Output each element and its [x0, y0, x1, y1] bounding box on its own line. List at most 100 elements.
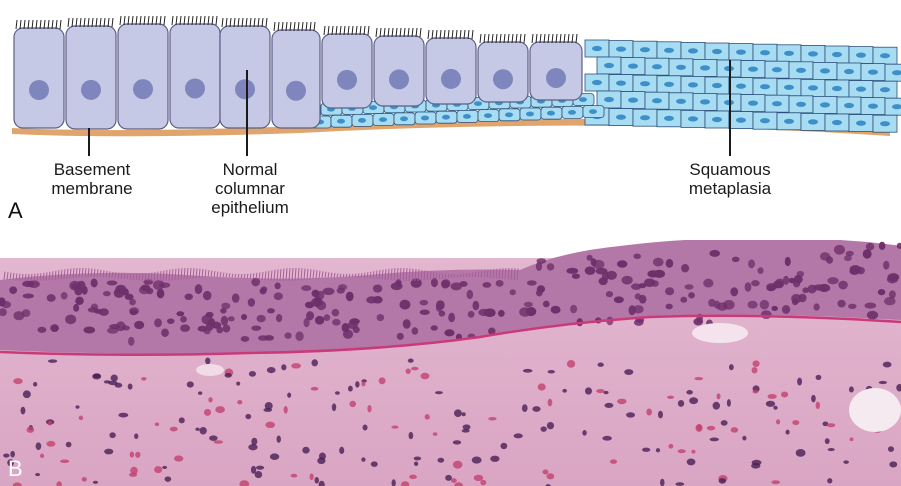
- histology-nucleus: [781, 392, 788, 398]
- squamous-nucleus: [604, 97, 614, 102]
- squamous-nucleus: [442, 115, 450, 120]
- histology-nucleus: [695, 424, 702, 432]
- histology-nucleus: [353, 326, 360, 333]
- histology-nucleus: [828, 448, 835, 451]
- histology-nucleus: [198, 391, 202, 395]
- squamous-nucleus: [736, 118, 746, 123]
- histology-nucleus: [82, 286, 88, 295]
- histology-nucleus: [134, 433, 138, 439]
- histology-nucleus: [448, 313, 455, 323]
- histology-nucleus: [315, 316, 324, 325]
- histology-nucleus: [843, 460, 849, 463]
- squamous-nucleus: [474, 101, 482, 106]
- histology-nucleus: [825, 438, 830, 444]
- columnar-cell: [14, 28, 64, 128]
- cilium: [266, 18, 267, 27]
- histology-nucleus: [797, 378, 802, 386]
- histology-nucleus: [332, 309, 340, 316]
- histology-nucleus: [408, 358, 414, 362]
- histology-nucleus: [391, 425, 398, 428]
- histology-nucleus: [444, 329, 454, 336]
- histology-nucleus: [675, 482, 684, 486]
- squamous-nucleus: [712, 49, 722, 54]
- histology-nucleus: [742, 436, 746, 441]
- histology-nucleus: [332, 319, 341, 326]
- histology-nucleus: [773, 406, 777, 410]
- squamous-nucleus: [772, 67, 782, 72]
- histology-nucleus: [747, 301, 757, 309]
- histology-nucleus: [221, 316, 228, 326]
- squamous-nucleus: [832, 52, 842, 57]
- histology-nucleus: [270, 453, 279, 460]
- histology-nucleus: [888, 273, 900, 281]
- histology-nucleus: [311, 387, 319, 391]
- squamous-nucleus: [463, 114, 471, 119]
- histology-nucleus: [69, 281, 80, 291]
- squamous-nucleus: [844, 69, 854, 74]
- histology-nucleus: [198, 326, 208, 332]
- histology-nucleus: [332, 403, 336, 411]
- histology-nucleus: [542, 469, 548, 474]
- squamous-nucleus: [772, 101, 782, 106]
- histology-nucleus: [13, 378, 22, 384]
- histology-nucleus: [203, 291, 212, 300]
- histology-nucleus: [205, 357, 210, 364]
- histology-nucleus: [585, 266, 596, 275]
- histology-nucleus: [361, 381, 365, 386]
- squamous-nucleus: [868, 104, 878, 109]
- histology-nucleus: [883, 362, 892, 368]
- columnar-nucleus: [235, 79, 255, 99]
- histology-nucleus: [414, 462, 418, 467]
- histology-nucleus: [522, 404, 528, 412]
- histology-nucleus: [547, 422, 554, 429]
- histology-nucleus: [844, 255, 852, 261]
- cilium: [120, 16, 121, 25]
- histology-nucleus: [99, 308, 109, 316]
- histology-nucleus: [488, 417, 496, 421]
- squamous-nucleus: [832, 120, 842, 125]
- squamous-nucleus: [832, 86, 842, 91]
- squamous-nucleus: [880, 87, 890, 92]
- histology-nucleus: [610, 459, 617, 463]
- histology-nucleus: [122, 288, 129, 295]
- histology-nucleus: [731, 427, 739, 433]
- histology-nucleus: [865, 303, 877, 309]
- squamous-nucleus: [796, 68, 806, 73]
- histology-nucleus: [216, 327, 223, 334]
- columnar-cell: [66, 26, 116, 129]
- histology-nucleus: [248, 298, 255, 307]
- histology-nucleus: [596, 389, 604, 393]
- histology-nucleus: [249, 371, 256, 377]
- histology-nucleus: [141, 377, 146, 381]
- columnar-nucleus: [185, 78, 205, 98]
- histology-nucleus: [453, 440, 461, 444]
- histology-nucleus: [420, 300, 429, 306]
- histology-nucleus: [223, 324, 231, 332]
- histology-nucleus: [37, 327, 46, 333]
- histology-nucleus: [785, 257, 791, 266]
- histology-nucleus: [176, 311, 184, 316]
- histology-nucleus: [421, 373, 430, 380]
- histology-nucleus: [713, 402, 720, 410]
- histology-nucleus: [83, 326, 95, 333]
- histology-nucleus: [547, 473, 555, 479]
- histology-nucleus: [75, 405, 79, 408]
- histology-nucleus: [761, 310, 772, 319]
- histology-nucleus: [21, 407, 26, 415]
- squamous-nucleus: [808, 119, 818, 124]
- histology-nucleus: [753, 390, 759, 394]
- squamous-nucleus: [568, 110, 576, 115]
- squamous-nucleus: [688, 82, 698, 87]
- histology-nucleus: [776, 279, 784, 284]
- cilium: [472, 30, 473, 39]
- histology-nucleus: [797, 271, 804, 277]
- vessel: [849, 388, 901, 432]
- histology-nucleus: [547, 263, 555, 270]
- histology-nucleus: [414, 457, 422, 461]
- squamous-nucleus: [379, 117, 387, 122]
- squamous-nucleus: [712, 117, 722, 122]
- histology-nucleus: [653, 258, 664, 267]
- squamous-nucleus: [604, 63, 614, 68]
- histology-nucleus: [373, 296, 383, 304]
- histology-nucleus: [786, 430, 790, 435]
